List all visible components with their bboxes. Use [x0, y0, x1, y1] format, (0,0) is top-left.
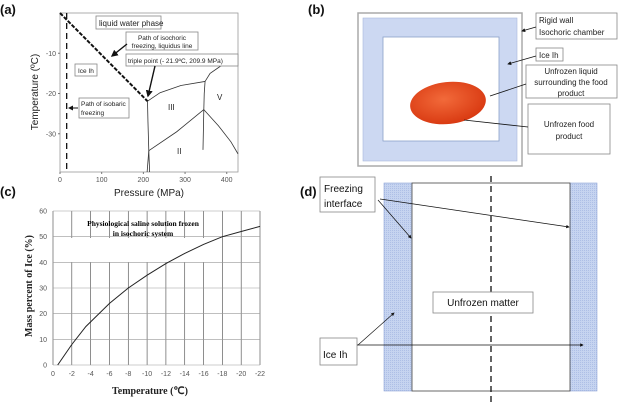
chart-x-tick-label: -20: [236, 371, 246, 378]
phase-diagram: 0 100 200 300 400 -10 -20 -30 Pressure (MPa) T…: [30, 12, 239, 199]
unfrozen-liquid-label-3: product: [558, 89, 585, 98]
liquid-phase-label: liquid water phase: [99, 19, 164, 28]
triple-point-box: [125, 53, 239, 67]
ice-arrow: [507, 55, 537, 66]
chart-x-tick-label: -10: [142, 371, 152, 378]
isochoric-path-box: [125, 31, 199, 51]
isobaric-path-label-2: freezing: [81, 110, 105, 117]
rigid-wall-arrow: [521, 26, 537, 33]
unfrozen-liquid-label-2: surrounding the food: [534, 78, 607, 87]
rigid-wall-label-1: Rigid wall: [539, 16, 573, 25]
ice-ih-box: [74, 63, 98, 77]
unfrozen-liquid-label-1: Unfrozen liquid: [544, 67, 597, 76]
phase-boundary-5: [204, 63, 224, 82]
freezing-arrow-left: [377, 199, 412, 239]
ice-layer-right: [569, 182, 598, 392]
unfrozen-matter-label: Unfrozen matter: [447, 298, 519, 309]
isochoric-path-label-2: freezing, liquidus line: [132, 43, 193, 50]
chart-y-tick-label: 0: [43, 363, 47, 370]
tomato-food-product: [410, 81, 486, 125]
chart-title-line-1: Physiological saline solution frozen: [87, 219, 200, 228]
phase-y-tick-label: -10: [46, 51, 56, 58]
phase-III-label: III: [168, 103, 175, 112]
phase-boundary-1: [146, 150, 150, 173]
phase-boundary-6: [203, 109, 239, 155]
rigid-wall-box: [535, 12, 618, 40]
phase-boundary-3: [148, 109, 205, 151]
chart-x-tick-label: 0: [51, 371, 55, 378]
phase-boundary-4: [202, 81, 206, 150]
ice-ih-box-d: [319, 337, 358, 366]
chart-x-tick-label: -18: [217, 371, 227, 378]
phase-x-tick-label: 100: [96, 177, 108, 184]
chart-x-tick-label: -4: [88, 371, 94, 378]
chart-x-tick-label: -22: [255, 371, 265, 378]
panel-label-a: (a): [0, 2, 16, 17]
rigid-wall-label-2: Isochoric chamber: [539, 28, 605, 37]
isochoric-chamber-diagram: Rigid wall Isochoric chamber Ice Ih Unfr…: [357, 12, 618, 167]
freezing-arrow-right: [379, 198, 570, 229]
unfrozen-food-label-2: product: [556, 132, 583, 141]
chart-title-line-2: in isochoric system: [113, 229, 174, 238]
ice-arrow-left: [357, 312, 395, 346]
triple-point-label: triple point (- 21.9ºC, 209.9 MPa): [128, 58, 223, 65]
freezing-interface-label-1: Freezing: [324, 184, 363, 195]
phase-V-label: V: [217, 93, 223, 102]
chart-x-tick-label: -14: [180, 371, 190, 378]
phase-II-label: II: [177, 147, 181, 156]
triple-point-arrow: [145, 65, 156, 98]
ice-box: [535, 47, 564, 62]
chart-y-tick-label: 30: [39, 286, 47, 293]
ice-fraction-curve: [57, 225, 261, 366]
chart-y-tick-label: 10: [39, 337, 47, 344]
isochoric-path-label-1: Path of isochoric: [138, 35, 187, 42]
liquid-phase-box: [95, 15, 162, 30]
unfrozen-food-label-1: Unfrozen food: [544, 120, 594, 129]
unfrozen-matter-box: [432, 291, 534, 314]
isochoric-arrow: [110, 43, 128, 57]
phase-x-label: Pressure (MPa): [114, 188, 184, 199]
freezing-interface-diagram: Freezing interface Unfrozen matter Ice I…: [319, 176, 598, 403]
ice-ih-label: Ice Ih: [78, 68, 94, 75]
isobaric-path-box: [78, 97, 130, 119]
chart-x-tick-label: -8: [125, 371, 131, 378]
chart-x-tick-label: -6: [106, 371, 112, 378]
ice-fraction-chart: 0 -2 -4 -6 -8 -10 -12 -14 -16 -18 -20 -22 0 10 20 30 40…: [24, 209, 265, 398]
phase-x-tick-label: 300: [179, 177, 191, 184]
chart-x-label: Temperature (℃): [112, 386, 188, 397]
panel-label-d: (d): [300, 184, 317, 199]
panel-label-b: (b): [308, 2, 325, 17]
phase-x-tick-label: 200: [138, 177, 150, 184]
phase-y-label: Temperature (ºC): [30, 54, 41, 130]
phase-plot-frame: [59, 12, 239, 173]
unfrozen-food-pointer: [463, 119, 529, 128]
chart-x-tick-label: -12: [161, 371, 171, 378]
chart-y-tick-label: 40: [39, 260, 47, 267]
chart-y-label: Mass percent of Ice (%): [24, 235, 35, 337]
phase-boundary-2: [147, 81, 206, 102]
chart-title-bg: [71, 238, 207, 262]
unfrozen-liquid-pointer: [489, 83, 527, 97]
phase-y-tick-label: -20: [46, 91, 56, 98]
chart-y-tick-label: 60: [39, 209, 47, 216]
liquidus-line: [59, 12, 149, 102]
panel-label-c: (c): [0, 184, 16, 199]
unfrozen-food-box: [527, 103, 611, 155]
chart-y-tick-label: 20: [39, 311, 47, 318]
ice-ih-label-d: Ice Ih: [323, 350, 347, 361]
ice-label: Ice Ih: [539, 51, 559, 60]
unfrozen-liquid-box: [525, 64, 618, 99]
isobaric-path-label-1: Path of isobaric: [81, 101, 127, 108]
chart-x-tick-label: -16: [198, 371, 208, 378]
ice-layer-left: [383, 182, 413, 392]
freezing-interface-box: [319, 176, 376, 213]
chart-x-tick-label: -2: [69, 371, 75, 378]
phase-x-tick-label: 0: [58, 177, 62, 184]
phase-boundary-0: [147, 101, 151, 173]
phase-x-tick-label: 400: [221, 177, 233, 184]
chart-y-tick-label: 50: [39, 234, 47, 241]
freezing-interface-label-2: interface: [324, 199, 363, 210]
phase-y-tick-label: -30: [46, 131, 56, 138]
